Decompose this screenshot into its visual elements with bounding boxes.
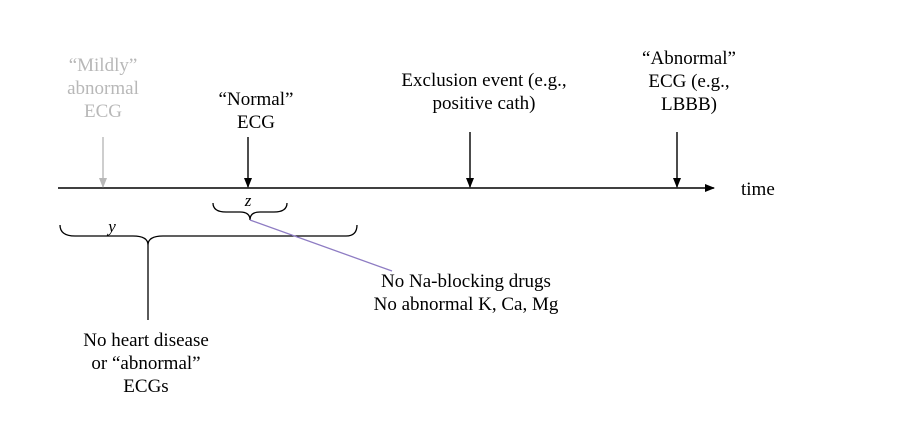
abnormal-ecg-label: “Abnormal” ECG (e.g., LBBB): [642, 48, 736, 115]
z-connector-line: [249, 219, 393, 272]
z-label: z: [244, 191, 252, 210]
no-heart-disease-label: No heart disease or “abnormal” ECGs: [83, 330, 209, 397]
normal-ecg-label: “Normal” ECG: [218, 89, 294, 133]
y-brace: [59, 224, 358, 246]
mildly-abnormal-label: “Mildly” abnormal ECG: [67, 55, 139, 122]
drug-conditions-label: No Na-blocking drugs No abnormal K, Ca, …: [373, 271, 559, 315]
time-axis-label: time: [741, 179, 775, 200]
y-label: y: [108, 217, 116, 236]
exclusion-event-label: Exclusion event (e.g., positive cath): [401, 70, 567, 114]
